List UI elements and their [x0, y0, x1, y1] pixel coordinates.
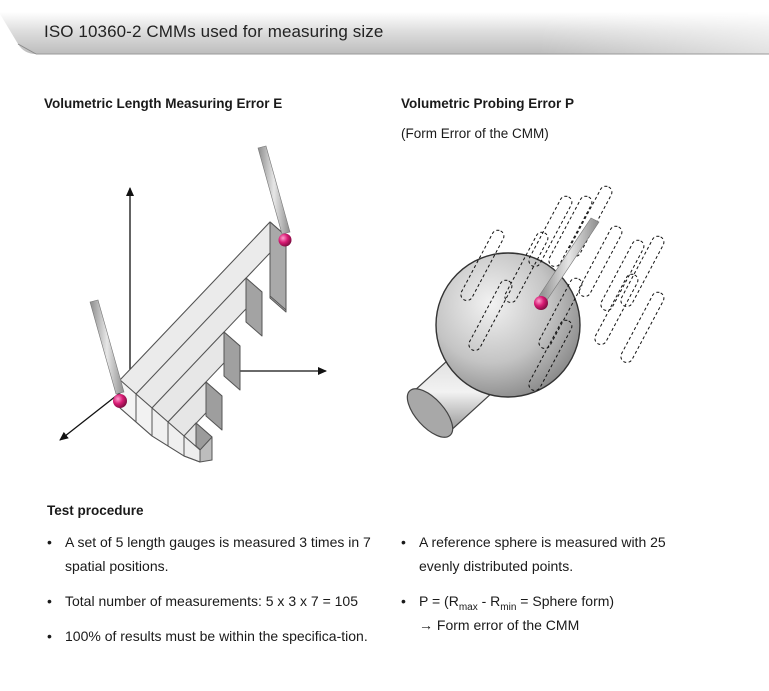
bullet-form-formula: P = (Rmax - Rmin = Sphere form) → Form e… [401, 589, 701, 637]
right-bullet-list: A reference sphere is measured with 25 e… [401, 530, 701, 648]
formula-suffix: = Sphere form) [516, 593, 615, 609]
page-title: ISO 10360-2 CMMs used for measuring size [44, 22, 384, 41]
probe-tip-bottom [113, 394, 127, 408]
probing-error-subtitle: (Form Error of the CMM) [401, 126, 549, 141]
gauge-blocks [119, 221, 287, 463]
bullet-reference-sphere: A reference sphere is measured with 25 e… [401, 530, 701, 578]
y-axis [59, 384, 131, 441]
formula-prefix: P = (R [419, 593, 459, 609]
reference-sphere-figure [406, 185, 665, 438]
probe-tip-top [278, 233, 292, 247]
header-banner-shape [0, 12, 769, 55]
coordinate-axes [59, 187, 327, 441]
probe-active [534, 217, 600, 310]
formula-sub-min: min [500, 602, 517, 613]
test-procedure-heading: Test procedure [47, 503, 144, 518]
formula-sub-max: max [458, 602, 478, 613]
probe-top [257, 145, 292, 247]
probing-error-heading: Volumetric Probing Error P [401, 96, 575, 111]
bullet-results-spec: 100% of results must be within the speci… [47, 624, 382, 648]
probe-tip-active [534, 296, 548, 310]
bullet-length-gauges: A set of 5 length gauges is measured 3 t… [47, 530, 382, 578]
length-gauge-figure [59, 145, 327, 463]
length-error-heading: Volumetric Length Measuring Error E [44, 96, 283, 111]
formula-mid: - R [477, 593, 501, 609]
left-bullet-list: A set of 5 length gauges is measured 3 t… [47, 530, 382, 659]
formula-result: → Form error of the CMM [419, 617, 580, 633]
header-banner [0, 10, 769, 56]
bullet-total-measurements: Total number of measurements: 5 x 3 x 7 … [47, 589, 382, 613]
probe-bottom [89, 299, 127, 408]
